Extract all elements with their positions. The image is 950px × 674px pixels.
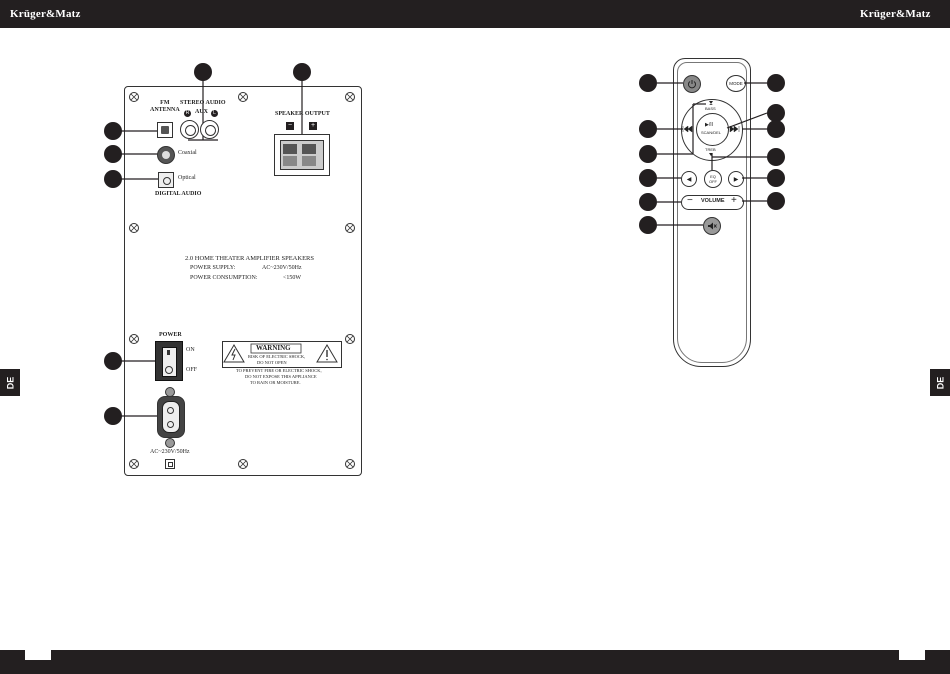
double-insulation-icon <box>165 459 175 469</box>
warning-note-3: TO RAIN OR MOISTURE. <box>250 380 301 385</box>
aux-r-marker: R <box>184 110 191 117</box>
aux-l-marker: L <box>211 110 218 117</box>
remote-inner-outline <box>677 62 747 363</box>
volume-minus-label: − <box>687 195 693 206</box>
aux-label: AUX <box>195 109 208 115</box>
product-title: 2.0 HOME THEATER AMPLIFIER SPEAKERS <box>185 255 314 262</box>
page-number-box-right <box>899 650 925 660</box>
callout-badge <box>639 193 657 211</box>
callout-badge <box>767 169 785 187</box>
left-arrow-icon: ◀ <box>686 176 692 183</box>
callout-badge <box>104 407 122 425</box>
language-tab-right: DE <box>930 369 950 396</box>
volume-label: VOLUME <box>701 198 725 204</box>
warning-note-1: TO PREVENT FIRE OR ELECTRIC SHOCK, <box>236 368 322 373</box>
speaker-terminal-block <box>274 134 330 176</box>
power-consumption-value: <150W <box>283 275 302 281</box>
power-icon <box>688 80 696 89</box>
callout-badge <box>767 104 785 122</box>
optical-label: Optical <box>178 175 196 181</box>
callout-badge <box>104 352 122 370</box>
volume-plus-label: + <box>731 195 737 206</box>
callout-badge <box>104 170 122 188</box>
warning-note-2: DO NOT EXPOSE THIS APPLIANCE <box>245 374 317 379</box>
remote-volume-rocker <box>681 195 744 210</box>
remote-mode-button: MODE <box>726 75 746 92</box>
remote-power-button <box>683 75 701 93</box>
power-on-label: ON <box>186 347 195 353</box>
ac-inlet <box>157 396 185 438</box>
callout-badge <box>767 148 785 166</box>
stereo-audio-label: STEREO AUDIO <box>180 100 226 106</box>
remote-mute-button <box>703 217 721 235</box>
language-tab-left: DE <box>0 369 20 396</box>
power-consumption-label: POWER CONSUMPTION: <box>190 275 258 281</box>
header-bar <box>0 0 950 28</box>
warning-line-1: RISK OF ELECTRIC SHOCK, <box>248 354 306 359</box>
callout-badge <box>767 120 785 138</box>
callout-badge <box>767 74 785 92</box>
optical-jack <box>158 172 174 188</box>
remote-eq-off-button: EQ OFF <box>704 170 722 188</box>
footer-bar <box>0 650 950 674</box>
remote-bass-label: BASS <box>705 106 716 111</box>
power-off-label: OFF <box>186 367 198 373</box>
power-supply-value: AC~230V/50Hz <box>262 265 302 271</box>
remote-center-button <box>696 113 729 146</box>
coaxial-label: Coaxial <box>178 150 197 156</box>
warning-line-2: DO NOT OPEN <box>257 360 287 365</box>
digital-audio-label: DIGITAL AUDIO <box>155 191 202 197</box>
callout-badge <box>639 216 657 234</box>
coaxial-jack <box>157 146 175 164</box>
callout-badge <box>639 145 657 163</box>
ac-input-label: AC~230V/50Hz <box>150 449 190 455</box>
speaker-output-label: SPEAKER OUTPUT <box>275 111 330 117</box>
callout-badge <box>104 122 122 140</box>
callout-badge <box>639 169 657 187</box>
right-arrow-icon: ▶ <box>733 176 739 183</box>
mute-icon <box>708 222 717 230</box>
speaker-minus-marker: − <box>286 122 294 130</box>
remote-treb-label: TREB <box>705 147 716 152</box>
page-number-box-left <box>25 650 51 660</box>
inlet-screw-top-icon <box>165 387 175 397</box>
remote-play-pause-label: ▶/II <box>705 122 714 128</box>
warning-title: WARNING <box>256 344 291 352</box>
callout-badge <box>767 192 785 210</box>
remote-left-button: ◀ <box>681 171 697 187</box>
power-switch <box>155 341 183 381</box>
callout-badge <box>104 145 122 163</box>
fm-antenna-label: FM ANTENNA <box>150 100 180 113</box>
remote-scan-del-label: SCAN/DEL <box>701 130 722 135</box>
callout-badge <box>293 63 311 81</box>
warning-box <box>222 341 342 368</box>
callout-badge <box>194 63 212 81</box>
rca-jack-left <box>200 120 219 139</box>
rear-panel-diagram <box>124 86 362 476</box>
brand-logo-left: Krüger&Matz <box>10 8 81 20</box>
brand-logo-right: Krüger&Matz <box>860 8 931 20</box>
fm-antenna-jack <box>157 122 173 138</box>
power-supply-label: POWER SUPPLY: <box>190 265 236 271</box>
remote-right-button: ▶ <box>728 171 744 187</box>
rca-jack-right <box>180 120 199 139</box>
inlet-screw-bottom-icon <box>165 438 175 448</box>
callout-badge <box>639 74 657 92</box>
speaker-plus-marker: + <box>309 122 317 130</box>
callout-badge <box>639 120 657 138</box>
power-label: POWER <box>159 332 182 338</box>
